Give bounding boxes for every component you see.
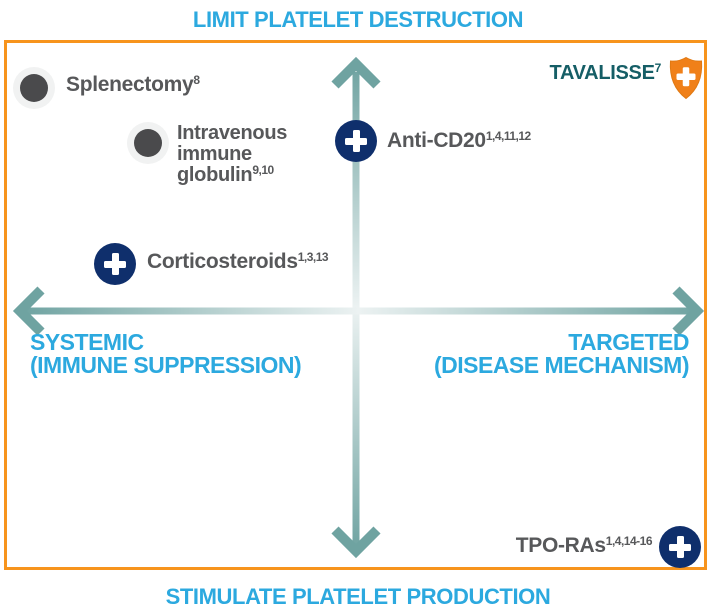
anti-cd20-text: Anti-CD20 <box>387 129 486 152</box>
corticosteroids-text: Corticosteroids <box>147 250 298 273</box>
horizontal-arrow <box>12 286 705 336</box>
corticosteroids-plus-circle-icon <box>94 243 136 285</box>
targeted-line1: TARGETED <box>568 329 689 355</box>
corticosteroids-sup: 1,3,13 <box>297 250 329 264</box>
splenectomy-dot-icon <box>13 67 55 109</box>
systemic-line1: SYSTEMIC <box>30 329 144 355</box>
systemic-axis-label: SYSTEMIC (IMMUNE SUPPRESSION) <box>30 329 302 378</box>
anti-cd20-sup: 1,4,11,12 <box>485 129 531 143</box>
splenectomy-sup: 8 <box>193 73 200 87</box>
bottom-axis-title: STIMULATE PLATELET PRODUCTION <box>165 584 551 609</box>
anti-cd20-plus-circle-icon <box>335 120 377 162</box>
arrowhead-up-icon <box>331 56 381 89</box>
tavalisse-label: TAVALISSE7 <box>549 61 662 85</box>
tpo-ras-sup: 1,4,14-16 <box>605 534 653 548</box>
arrowhead-right-icon <box>672 286 705 336</box>
tpo-ras-label: TPO-RAs1,4,14-16 <box>515 534 653 559</box>
top-axis-title: LIMIT PLATELET DESTRUCTION <box>192 7 524 32</box>
tavalisse-text: TAVALISSE <box>549 62 655 84</box>
systemic-line2: (IMMUNE SUPPRESSION) <box>30 352 302 378</box>
arrowhead-down-icon <box>331 526 381 559</box>
dot-core <box>20 74 48 102</box>
tavalisse-sup: 7 <box>654 61 662 75</box>
targeted-line2: (DISEASE MECHANISM) <box>433 352 690 378</box>
tavalisse-shield-plus-icon <box>669 56 703 100</box>
corticosteroids-label: Corticosteroids1,3,13 <box>147 250 329 275</box>
ivig-label: Intravenous immune globulin9,10 <box>177 123 295 188</box>
ivig-sup: 9,10 <box>252 163 274 177</box>
arrowhead-left-icon <box>12 286 45 336</box>
ivig-text: Intravenous immune globulin <box>177 122 288 186</box>
splenectomy-label: Splenectomy8 <box>66 73 200 98</box>
splenectomy-text: Splenectomy <box>66 73 194 96</box>
ivig-dot-icon <box>127 122 169 164</box>
tpo-ras-text: TPO-RAs <box>515 534 606 557</box>
tpo-ras-plus-circle-icon <box>659 526 701 568</box>
anti-cd20-label: Anti-CD201,4,11,12 <box>387 129 531 154</box>
targeted-axis-label: TARGETED (DISEASE MECHANISM) <box>433 329 690 378</box>
dot-core <box>134 129 162 157</box>
